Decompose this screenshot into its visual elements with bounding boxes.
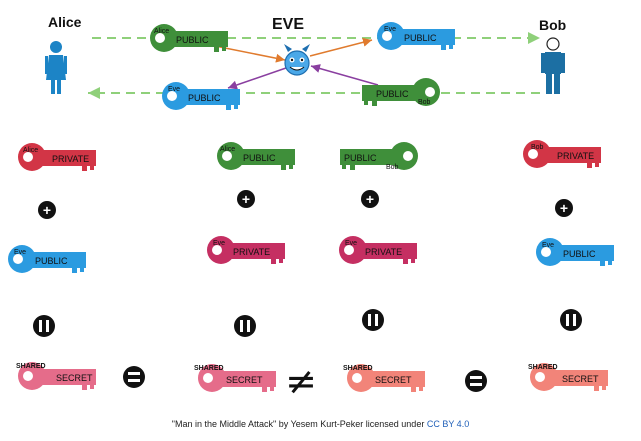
- svg-text:PRIVATE: PRIVATE: [52, 154, 89, 164]
- plus-icon-eve-right: +: [361, 190, 379, 208]
- eve-public-key-top-left: Eve PUBLIC: [162, 82, 240, 110]
- eve-private-key-left: Eve PRIVATE: [207, 236, 285, 264]
- svg-text:SHARED: SHARED: [528, 364, 558, 371]
- woman-figure-icon: [45, 41, 67, 94]
- svg-text:SECRET: SECRET: [375, 375, 412, 385]
- shared-secret-key-alice: SHARED SECRET: [16, 362, 96, 390]
- bob-key-to-eve-arrow: [310, 64, 379, 86]
- alice-private-key: Alice PRIVATE: [18, 143, 96, 171]
- svg-text:PRIVATE: PRIVATE: [557, 151, 594, 161]
- equals-icon-eve-right: [362, 309, 384, 331]
- attribution-caption: "Man in the Middle Attack" by Yesem Kurt…: [0, 419, 641, 429]
- svg-text:PUBLIC: PUBLIC: [188, 93, 221, 103]
- alice-public-key-middle: Alice PUBLIC: [217, 142, 295, 170]
- svg-text:Eve: Eve: [14, 249, 26, 256]
- svg-text:+: +: [560, 200, 568, 216]
- man-figure-icon: [541, 37, 565, 94]
- bob-public-key-middle: PUBLIC Bob: [340, 142, 418, 171]
- bob-title: Bob: [539, 17, 566, 33]
- svg-text:SECRET: SECRET: [562, 374, 599, 384]
- plus-icon-bob: +: [555, 199, 573, 217]
- svg-text:PUBLIC: PUBLIC: [344, 153, 377, 163]
- eve-public-key-top-right: Eve PUBLIC: [377, 22, 455, 50]
- shared-secret-key-eve-left: SHARED SECRET: [194, 364, 276, 392]
- alice-public-key-top: Alice PUBLIC: [150, 24, 228, 52]
- svg-text:Bob: Bob: [418, 99, 431, 106]
- svg-text:PUBLIC: PUBLIC: [35, 256, 68, 266]
- svg-text:SECRET: SECRET: [56, 373, 93, 383]
- svg-text:+: +: [43, 202, 51, 218]
- svg-text:Eve: Eve: [345, 240, 357, 247]
- equals-sign-right: [465, 370, 487, 392]
- devil-face-icon: [284, 44, 310, 76]
- equals-sign-left: [123, 366, 145, 388]
- svg-text:Alice: Alice: [23, 147, 38, 154]
- plus-icon-eve-left: +: [237, 190, 255, 208]
- svg-text:Bob: Bob: [386, 164, 399, 171]
- svg-text:PUBLIC: PUBLIC: [243, 153, 276, 163]
- equals-icon-eve-left: [234, 315, 256, 337]
- equals-icon-alice: [33, 315, 55, 337]
- alice-key-to-eve-arrow: [209, 44, 286, 63]
- svg-text:Alice: Alice: [220, 146, 235, 153]
- bob-public-key-top: PUBLIC Bob: [362, 78, 440, 106]
- svg-text:+: +: [366, 191, 374, 207]
- license-link[interactable]: CC BY 4.0: [426, 419, 470, 429]
- svg-text:PUBLIC: PUBLIC: [404, 33, 437, 43]
- svg-text:Eve: Eve: [168, 86, 180, 93]
- svg-text:Eve: Eve: [213, 240, 225, 247]
- shared-secret-key-eve-right: SHARED SECRET: [343, 364, 425, 392]
- eve-public-key-alice-side: Eve PUBLIC: [8, 245, 86, 273]
- eve-to-alice-arrow: [227, 67, 287, 90]
- svg-text:SHARED: SHARED: [16, 363, 46, 370]
- shared-secret-key-bob: SHARED SECRET: [528, 363, 608, 391]
- svg-text:SHARED: SHARED: [194, 365, 224, 372]
- caption-text: "Man in the Middle Attack" by Yesem Kurt…: [171, 419, 425, 429]
- svg-text:PUBLIC: PUBLIC: [376, 89, 409, 99]
- svg-text:Eve: Eve: [384, 26, 396, 33]
- bob-private-key: Bob PRIVATE: [523, 140, 601, 168]
- equals-icon-bob: [560, 309, 582, 331]
- eve-public-key-bob-side: Eve PUBLIC: [536, 238, 614, 266]
- not-equal-sign: ≠: [285, 359, 317, 403]
- svg-text:SHARED: SHARED: [343, 365, 373, 372]
- svg-text:PUBLIC: PUBLIC: [563, 249, 596, 259]
- alice-title: Alice: [48, 14, 82, 30]
- eve-title: EVE: [272, 16, 304, 33]
- svg-text:PRIVATE: PRIVATE: [365, 247, 402, 257]
- svg-text:+: +: [242, 191, 250, 207]
- svg-text:Bob: Bob: [531, 144, 544, 151]
- eve-to-bob-arrow: [309, 37, 373, 57]
- plus-icon-alice: +: [38, 201, 56, 219]
- svg-text:PRIVATE: PRIVATE: [233, 247, 270, 257]
- svg-text:PUBLIC: PUBLIC: [176, 35, 209, 45]
- svg-text:SECRET: SECRET: [226, 375, 263, 385]
- svg-text:Eve: Eve: [542, 242, 554, 249]
- eve-private-key-right: Eve PRIVATE: [339, 236, 417, 264]
- svg-text:Alice: Alice: [154, 28, 169, 35]
